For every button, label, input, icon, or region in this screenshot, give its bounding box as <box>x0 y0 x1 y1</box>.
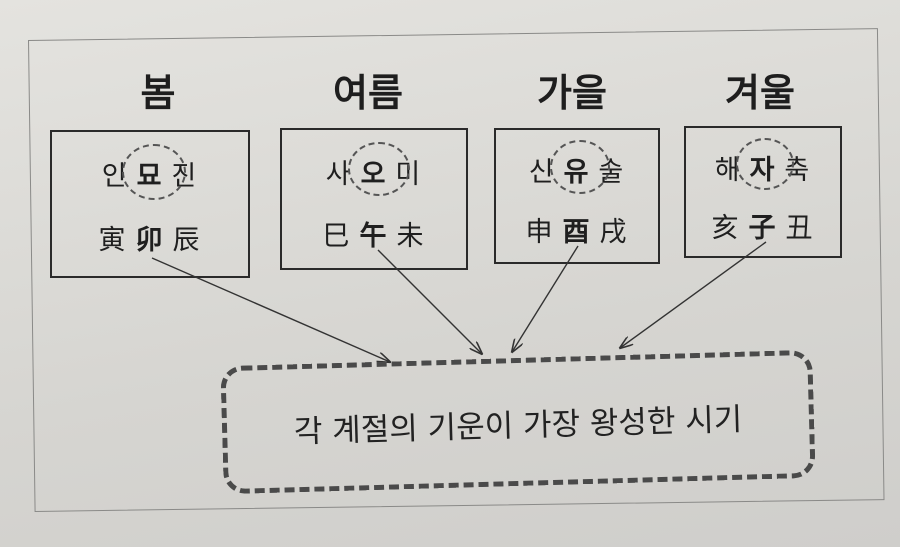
season-title-winter: 겨울 <box>725 71 795 115</box>
kor-char-highlight: 묘 <box>136 161 164 192</box>
callout-box: 각 계절의 기운이 가장 왕성한 시기 <box>220 349 816 495</box>
hanja-char: 亥 <box>711 213 741 244</box>
kor-char: 해 <box>714 155 742 186</box>
kor-char: 술 <box>598 157 626 188</box>
hanja-row: 亥子丑 <box>686 206 840 245</box>
kor-char-highlight: 유 <box>563 157 591 188</box>
kor-char: 축 <box>784 155 812 186</box>
kor-char-highlight: 자 <box>749 155 777 186</box>
hanja-char-highlight: 酉 <box>562 217 592 248</box>
arrow-spring <box>151 257 390 362</box>
hanja-row: 寅卯辰 <box>52 218 248 257</box>
season-title-summer: 여름 <box>333 71 403 115</box>
arrow-winter <box>620 241 767 348</box>
hanja-char-highlight: 午 <box>359 221 389 252</box>
hanja-char-highlight: 子 <box>748 213 778 244</box>
season-title-spring: 봄 <box>140 71 176 115</box>
hanja-row: 巳午未 <box>282 214 466 253</box>
kor-char: 사 <box>325 159 353 190</box>
hanja-row: 申酉戌 <box>496 210 658 249</box>
callout-text: 각 계절의 기운이 가장 왕성한 시기 <box>293 401 743 450</box>
hanja-char: 辰 <box>172 225 202 256</box>
kor-char: 신 <box>528 157 556 188</box>
hanja-char: 未 <box>396 221 426 252</box>
kor-char: 미 <box>395 159 423 190</box>
season-title-autumn: 가을 <box>537 71 607 115</box>
hanja-char: 寅 <box>98 225 128 256</box>
hanja-char: 丑 <box>785 213 815 244</box>
arrow-autumn <box>512 245 579 352</box>
arrow-summer <box>377 249 482 354</box>
hanja-char-highlight: 卯 <box>135 225 165 256</box>
hanja-char: 巳 <box>322 221 352 252</box>
kor-char-highlight: 오 <box>360 159 388 190</box>
hanja-char: 戌 <box>599 217 629 248</box>
kor-char: 진 <box>171 161 199 192</box>
hanja-char: 申 <box>525 217 555 248</box>
